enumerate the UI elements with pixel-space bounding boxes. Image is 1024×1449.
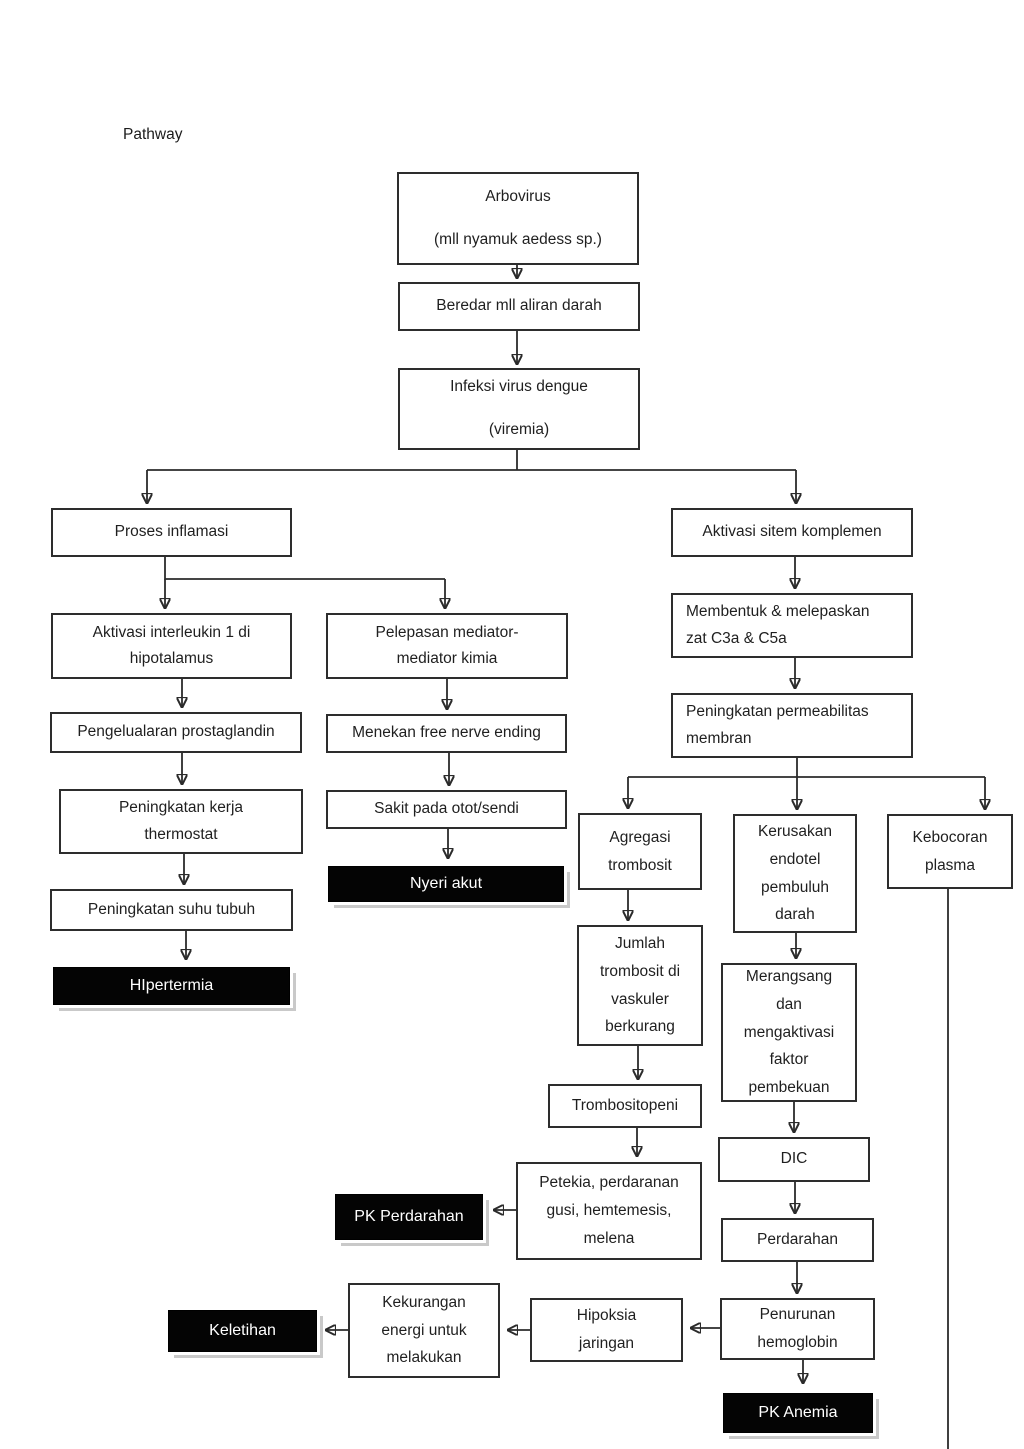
page-title: Pathway xyxy=(123,126,183,143)
node-infeksi-virus-dengue: Infeksi virus dengue (viremia) xyxy=(398,368,640,450)
node-sakit-otot-sendi: Sakit pada otot/sendi xyxy=(326,790,567,829)
node-menekan-free-nerve-ending: Menekan free nerve ending xyxy=(326,714,567,753)
node-beredar-aliran-darah: Beredar mll aliran darah xyxy=(398,282,640,331)
node-peningkatan-suhu-tubuh: Peningkatan suhu tubuh xyxy=(50,889,293,931)
node-dic: DIC xyxy=(718,1137,870,1182)
node-pk-perdarahan: PK Perdarahan xyxy=(335,1194,483,1240)
node-peningkatan-kerja-thermostat: Peningkatan kerja thermostat xyxy=(59,789,303,854)
node-penurunan-hemoglobin: Penurunan hemoglobin xyxy=(720,1298,875,1360)
node-aktivasi-interleukin: Aktivasi interleukin 1 di hipotalamus xyxy=(51,613,292,679)
node-trombositopeni: Trombositopeni xyxy=(548,1084,702,1128)
node-hipertermia: HIpertermia xyxy=(53,967,290,1005)
node-membentuk-zat-c3a-c5a: Membentuk & melepaskan zat C3a & C5a xyxy=(671,593,913,658)
node-pengelualaran-prostaglandin: Pengelualaran prostaglandin xyxy=(50,712,302,753)
node-arbovirus: Arbovirus (mll nyamuk aedess sp.) xyxy=(397,172,639,265)
node-keletihan: Keletihan xyxy=(168,1310,317,1352)
node-perdarahan: Perdarahan xyxy=(721,1218,874,1262)
node-kebocoran-plasma: Kebocoran plasma xyxy=(887,814,1013,889)
node-agregasi-trombosit: Agregasi trombosit xyxy=(578,813,702,890)
node-kerusakan-endotel: Kerusakan endotel pembuluh darah xyxy=(733,814,857,933)
node-peningkatan-permeabilitas: Peningkatan permeabilitas membran xyxy=(671,693,913,758)
node-proses-inflamasi: Proses inflamasi xyxy=(51,508,292,557)
node-merangsang-faktor-pembekuan: Merangsang dan mengaktivasi faktor pembe… xyxy=(721,963,857,1102)
node-jumlah-trombosit-berkurang: Jumlah trombosit di vaskuler berkurang xyxy=(577,925,703,1046)
node-aktivasi-sistem-komplemen: Aktivasi sitem komplemen xyxy=(671,508,913,557)
node-nyeri-akut: Nyeri akut xyxy=(328,866,564,902)
node-petekia-perdarahan-gusi: Petekia, perdaranan gusi, hemtemesis, me… xyxy=(516,1162,702,1260)
node-pk-anemia: PK Anemia xyxy=(723,1393,873,1433)
node-pelepasan-mediator: Pelepasan mediator- mediator kimia xyxy=(326,613,568,679)
node-hipoksia-jaringan: Hipoksia jaringan xyxy=(530,1298,683,1362)
node-kekurangan-energi: Kekurangan energi untuk melakukan xyxy=(348,1283,500,1378)
